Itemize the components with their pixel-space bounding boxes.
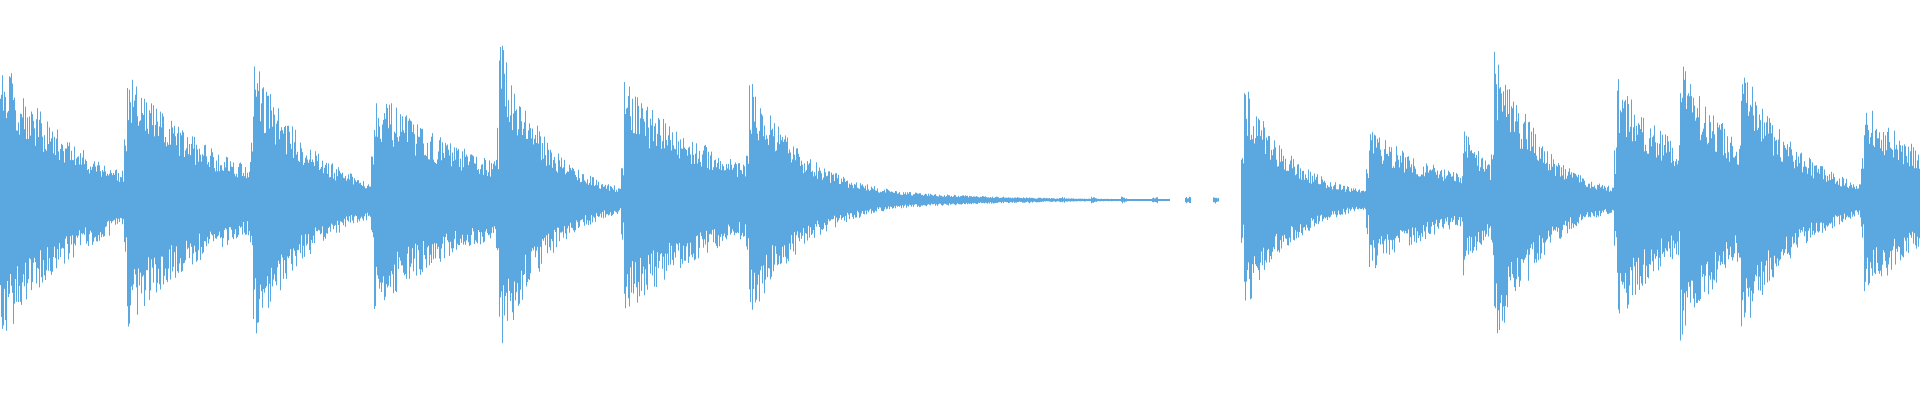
waveform-path (0, 45, 1920, 344)
waveform-samples (0, 45, 1920, 344)
